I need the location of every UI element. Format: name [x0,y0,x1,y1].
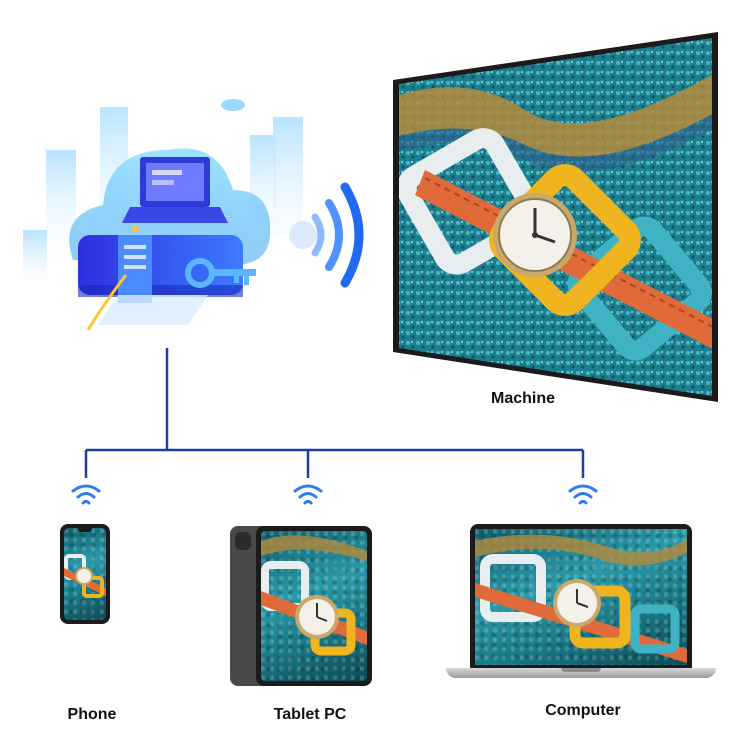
wifi-icon [71,484,101,505]
watch-artwork [475,534,687,663]
computer-device [470,524,692,670]
computer-screen [475,529,687,665]
machine-screen [393,32,718,402]
computer-base [446,668,716,678]
machine-label: Machine [490,390,556,407]
cloud-server-icon [23,99,303,331]
wireless-signal [285,175,385,295]
watch-artwork [64,554,106,598]
wifi-icon [568,484,598,505]
tablet-label: Tablet PC [273,706,347,723]
tablet-screen [261,531,367,681]
phone-device [60,524,110,624]
computer-label: Computer [545,702,621,719]
cloud-server-illustration [18,95,318,345]
tablet-device [256,526,372,686]
phone-notch [78,528,92,532]
machine-display [385,30,720,405]
computer-hinge-notch [561,668,601,672]
phone-label: Phone [67,706,117,723]
tablet-camera [235,532,251,550]
phone-screen [64,528,106,620]
wireless-signal-icon [289,182,364,288]
watch-artwork [261,535,367,656]
wifi-icon [293,484,323,505]
